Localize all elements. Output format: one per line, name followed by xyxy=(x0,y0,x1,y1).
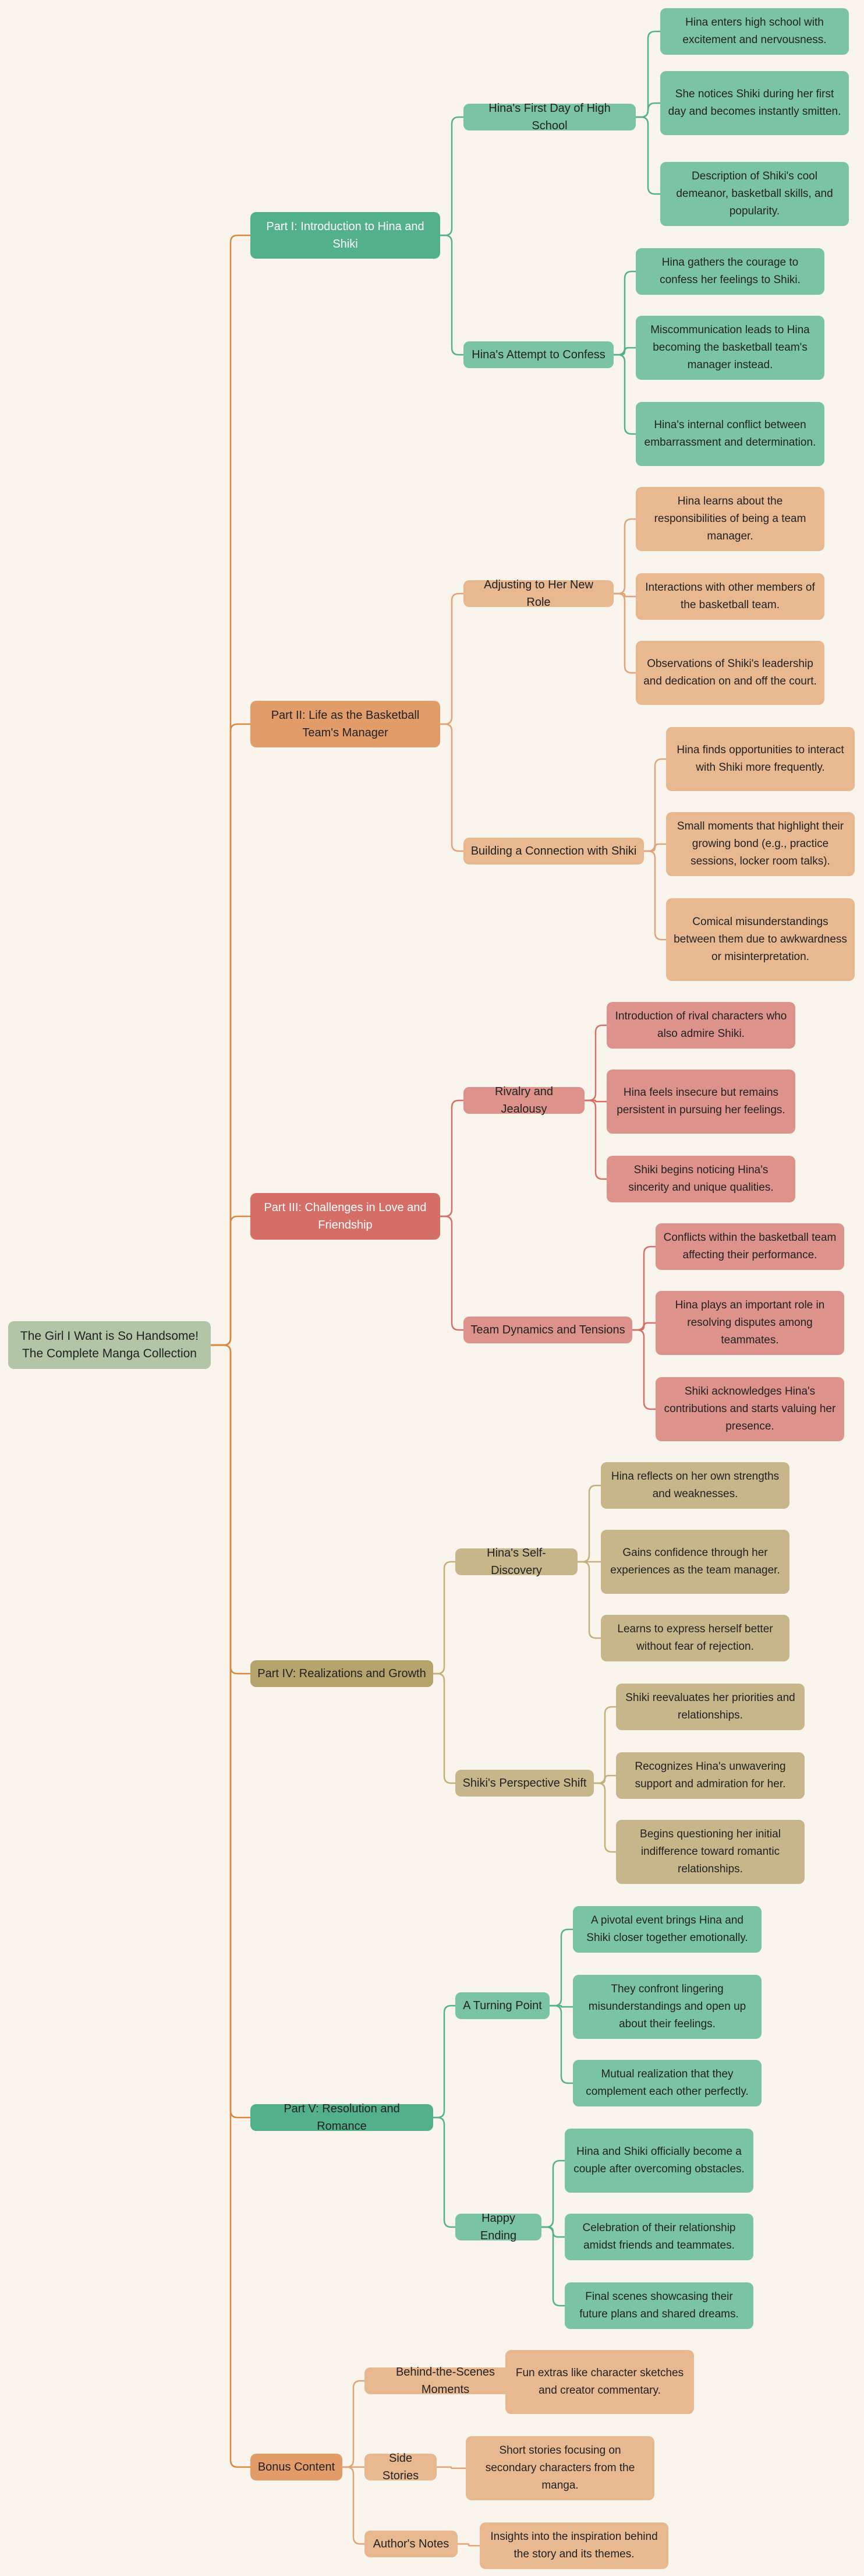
detail-node: Shiki begins noticing Hina's sincerity a… xyxy=(607,1156,795,1202)
detail-node: Miscommunication leads to Hina becoming … xyxy=(636,316,824,380)
connector-section-to-detail xyxy=(585,1024,607,1102)
detail-node: Observations of Shiki's leadership and d… xyxy=(636,641,824,705)
detail-node: Mutual realization that they complement … xyxy=(573,2060,762,2106)
connector-section-to-detail xyxy=(632,1245,656,1331)
section-node-rivalry-and-jealousy: Rivalry and Jealousy xyxy=(463,1085,585,1116)
detail-node: Hina finds opportunities to interact wit… xyxy=(666,727,855,791)
detail-node: Hina reflects on her own strengths and w… xyxy=(601,1462,789,1509)
connector-section-to-detail xyxy=(632,1329,656,1410)
connector-part-4-section-2 xyxy=(433,1672,455,1784)
detail-node: Begins questioning her initial indiffere… xyxy=(616,1820,805,1884)
detail-node: Recognizes Hina's unwavering support and… xyxy=(616,1752,805,1799)
connector-part-5-section-2 xyxy=(433,2116,455,2228)
connector-section-to-detail xyxy=(614,270,636,356)
connector-section-to-detail xyxy=(550,2005,573,2008)
connector-part-4-section-1 xyxy=(433,1561,455,1675)
connector-section-to-detail xyxy=(578,1484,601,1563)
section-node-team-dynamics-and-tensions: Team Dynamics and Tensions xyxy=(463,1317,632,1343)
connector-part-3-section-1 xyxy=(440,1099,463,1218)
detail-node: Insights into the inspiration behind the… xyxy=(480,2522,668,2569)
part-node-6: Bonus Content xyxy=(250,2454,342,2480)
connector-section-to-detail xyxy=(644,843,666,852)
connector-part-2-section-1 xyxy=(440,592,463,725)
detail-node: Hina enters high school with excitement … xyxy=(660,8,849,55)
connector-section-to-detail xyxy=(614,592,636,598)
connector-section-to-detail xyxy=(458,2543,480,2547)
detail-node: Description of Shiki's cool demeanor, ba… xyxy=(660,162,849,226)
detail-node: Shiki reevaluates her priorities and rel… xyxy=(616,1684,805,1730)
detail-node: Comical misunderstandings between them d… xyxy=(666,898,855,981)
connector-section-to-detail xyxy=(636,116,660,195)
detail-node: Hina feels insecure but remains persiste… xyxy=(607,1070,795,1134)
connector-part-3-section-2 xyxy=(440,1215,463,1331)
connector-section-to-detail xyxy=(614,347,636,356)
detail-node: They confront lingering misunderstanding… xyxy=(573,1975,762,2039)
connector-section-to-detail xyxy=(550,2005,573,2084)
section-node-hina-s-self-discovery: Hina's Self-Discovery xyxy=(455,1547,578,1577)
section-node-hina-s-first-day-of-high-school: Hina's First Day of High School xyxy=(463,102,636,132)
detail-node: Gains confidence through her experiences… xyxy=(601,1530,789,1594)
detail-node: Hina plays an important role in resolvin… xyxy=(656,1291,844,1355)
connector-section-to-detail xyxy=(644,850,666,941)
detail-node: Hina gathers the courage to confess her … xyxy=(636,248,824,295)
root-topic-node: The Girl I Want is So Handsome! The Comp… xyxy=(8,1321,211,1369)
connector-root-to-part-3 xyxy=(211,1215,250,1346)
connector-section-to-detail xyxy=(578,1561,601,1639)
connector-part-1-section-1 xyxy=(440,116,463,237)
connector-section-to-detail xyxy=(594,1774,616,1784)
detail-node: Fun extras like character sketches and c… xyxy=(505,2350,694,2414)
detail-node: Hina learns about the responsibilities o… xyxy=(636,487,824,551)
detail-node: A pivotal event brings Hina and Shiki cl… xyxy=(573,1906,762,1953)
connector-section-to-detail xyxy=(594,1782,616,1853)
detail-node: Small moments that highlight their growi… xyxy=(666,812,855,876)
connector-root-to-part-6 xyxy=(211,1344,250,2468)
section-node-side-stories: Side Stories xyxy=(364,2452,437,2482)
section-node-author-s-notes: Author's Notes xyxy=(364,2531,458,2557)
connector-part-1-section-2 xyxy=(440,234,463,356)
section-node-hina-s-attempt-to-confess: Hina's Attempt to Confess xyxy=(463,341,614,368)
connector-section-to-detail xyxy=(541,2226,565,2307)
part-node-4: Part IV: Realizations and Growth xyxy=(250,1660,433,1687)
connector-section-to-detail xyxy=(585,1099,607,1103)
part-node-2: Part II: Life as the Basketball Team's M… xyxy=(250,701,440,747)
part-node-5: Part V: Resolution and Romance xyxy=(250,2102,433,2133)
detail-node: Hina and Shiki officially become a coupl… xyxy=(565,2129,753,2193)
detail-node: Celebration of their relationship amidst… xyxy=(565,2214,753,2260)
detail-node: Final scenes showcasing their future pla… xyxy=(565,2282,753,2329)
connector-part-6-section-3 xyxy=(342,2466,364,2545)
detail-node: Shiki acknowledges Hina's contributions … xyxy=(656,1377,844,1441)
detail-node: Hina's internal conflict between embarra… xyxy=(636,402,824,466)
connector-section-to-detail xyxy=(550,1928,573,2007)
section-node-shiki-s-perspective-shift: Shiki's Perspective Shift xyxy=(455,1770,594,1797)
section-node-happy-ending: Happy Ending xyxy=(455,2212,541,2242)
detail-node: She notices Shiki during her first day a… xyxy=(660,71,849,135)
detail-node: Learns to express herself better without… xyxy=(601,1615,789,1661)
connector-section-to-detail xyxy=(614,592,636,674)
section-node-building-a-connection-with-shiki: Building a Connection with Shiki xyxy=(463,838,644,864)
connector-section-to-detail xyxy=(632,1322,656,1331)
detail-node: Short stories focusing on secondary char… xyxy=(466,2436,654,2500)
connector-section-to-detail xyxy=(614,518,636,595)
connector-section-to-detail xyxy=(636,30,660,118)
connector-section-to-detail xyxy=(614,354,636,435)
part-node-1: Part I: Introduction to Hina and Shiki xyxy=(250,212,440,259)
section-node-behind-the-scenes-moments: Behind-the-Scenes Moments xyxy=(364,2366,526,2396)
section-node-a-turning-point: A Turning Point xyxy=(455,1992,550,2019)
connector-section-to-detail xyxy=(437,2466,466,2469)
detail-node: Conflicts within the basketball team aff… xyxy=(656,1223,844,1270)
part-node-3: Part III: Challenges in Love and Friends… xyxy=(250,1193,440,1240)
connector-section-to-detail xyxy=(644,758,666,852)
connector-part-5-section-1 xyxy=(433,2005,455,2119)
detail-node: Interactions with other members of the b… xyxy=(636,573,824,620)
connector-part-6-section-1 xyxy=(342,2380,364,2468)
connector-section-to-detail xyxy=(585,1099,607,1180)
connector-section-to-detail xyxy=(541,2159,565,2228)
detail-node: Introduction of rival characters who als… xyxy=(607,1002,795,1049)
connector-part-2-section-2 xyxy=(440,723,463,852)
section-node-adjusting-to-her-new-role: Adjusting to Her New Role xyxy=(463,578,614,609)
connector-section-to-detail xyxy=(594,1706,616,1784)
